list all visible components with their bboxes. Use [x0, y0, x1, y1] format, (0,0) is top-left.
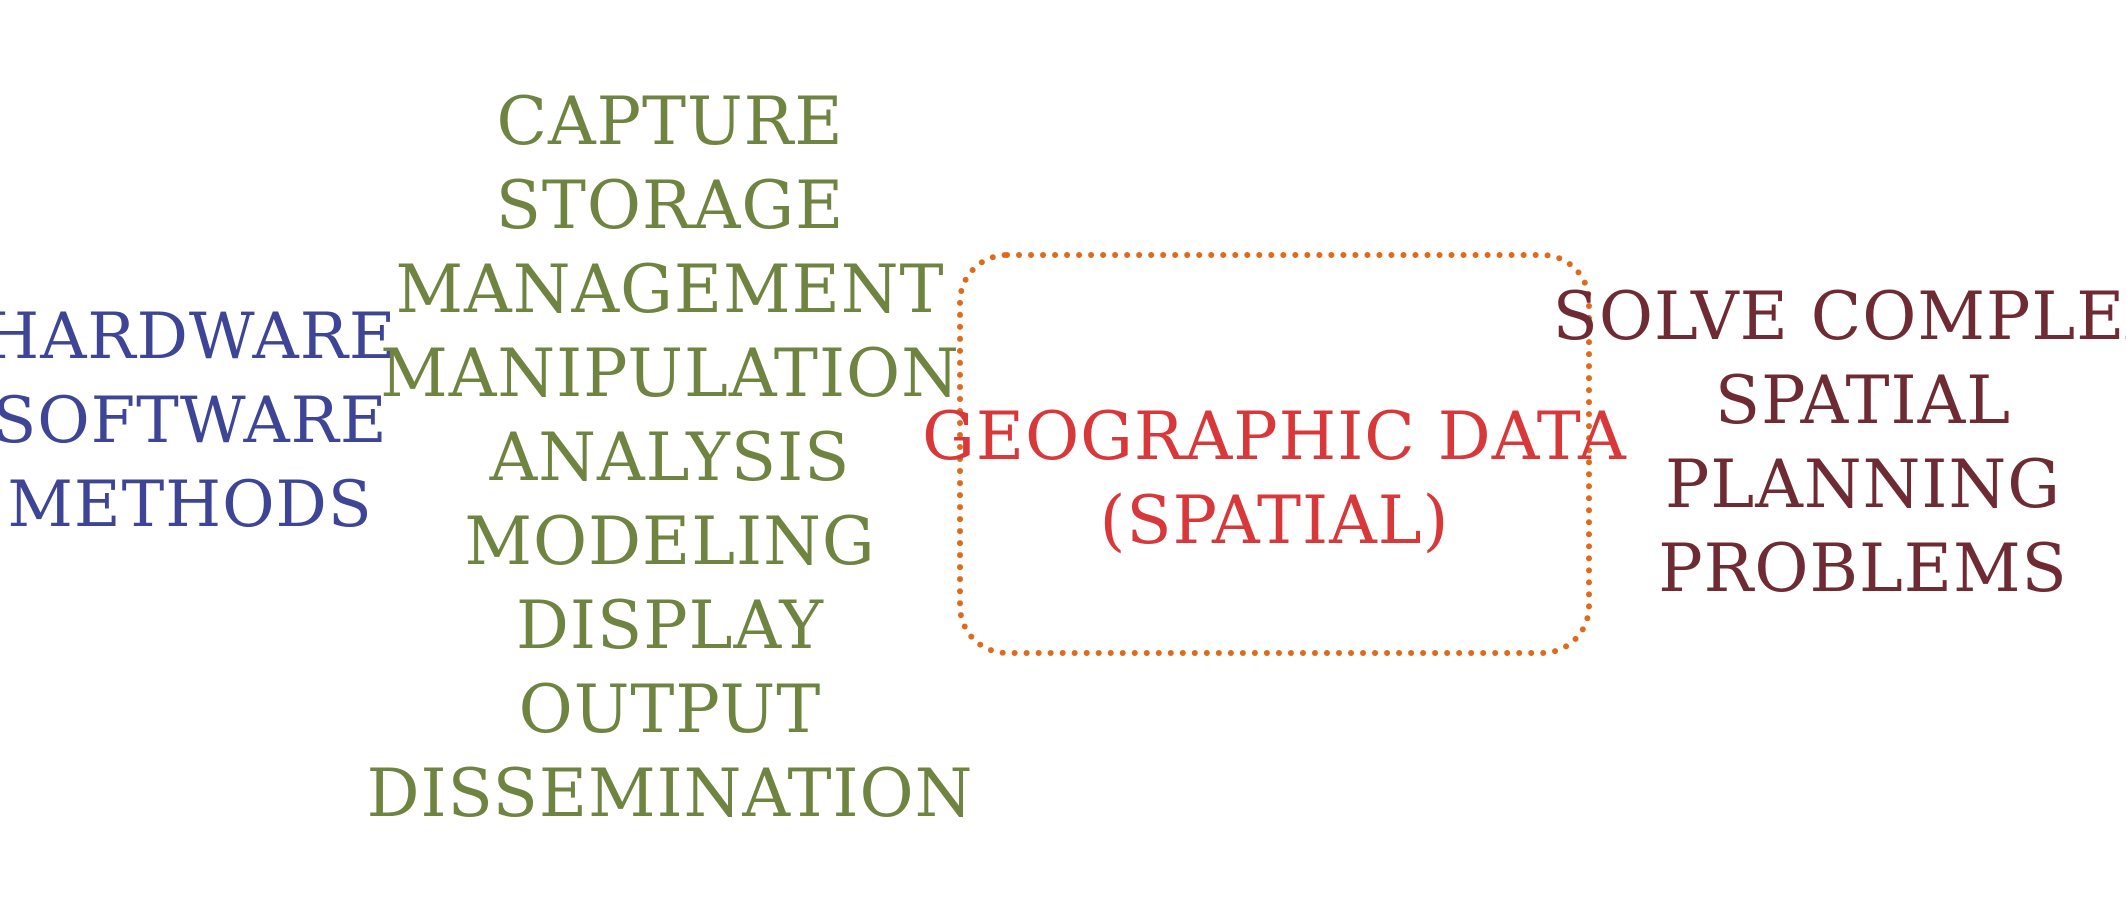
process-item-dissemination: DISSEMINATION	[366, 755, 974, 832]
tools-column: HARDWARE SOFTWARE METHODS	[0, 295, 396, 547]
processes-column: CAPTURE STORAGE MANAGEMENT MANIPULATION …	[367, 80, 973, 836]
purpose-line-2: SPATIAL	[1714, 362, 2012, 439]
purpose-line-3: PLANNING	[1665, 446, 2061, 523]
geographic-data-line-1: GEOGRAPHIC DATA	[922, 398, 1627, 475]
tools-item-methods: METHODS	[7, 468, 373, 542]
purpose-line-4: PROBLEMS	[1658, 530, 2068, 607]
tools-item-software: SOFTWARE	[0, 384, 388, 458]
purpose-column: SOLVE COMPLEX SPATIAL PLANNING PROBLEMS	[1553, 275, 2126, 611]
purpose-line-1: SOLVE COMPLEX	[1552, 278, 2126, 355]
process-item-manipulation: MANIPULATION	[380, 335, 960, 412]
geographic-data-line-2: (SPATIAL)	[1099, 482, 1450, 559]
process-item-display: DISPLAY	[516, 587, 824, 664]
geographic-data-label: GEOGRAPHIC DATA (SPATIAL)	[922, 395, 1626, 563]
process-item-output: OUTPUT	[518, 671, 822, 748]
tools-item-hardware: HARDWARE	[0, 300, 397, 374]
geographic-data-box	[957, 252, 1592, 656]
process-item-management: MANAGEMENT	[395, 251, 945, 328]
process-item-storage: STORAGE	[495, 167, 845, 244]
process-item-capture: CAPTURE	[496, 83, 844, 160]
process-item-analysis: ANALYSIS	[489, 419, 851, 496]
process-item-modeling: MODELING	[464, 503, 876, 580]
